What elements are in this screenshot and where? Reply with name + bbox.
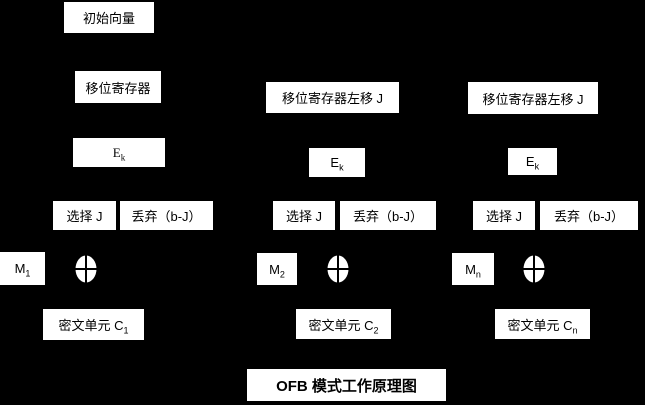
ciphertext-c2-label: 密文单元 C2 xyxy=(308,315,379,336)
message-mn-label: Mn xyxy=(465,261,481,280)
ek-label-3: Ek xyxy=(525,154,540,172)
xor-icon-2 xyxy=(327,255,349,283)
ciphertext-c1-label: 密文单元 C1 xyxy=(58,315,129,336)
block-cipher-ek-box-3: Ek xyxy=(508,148,557,175)
ek-sub-3: k xyxy=(534,161,540,172)
initial-vector-label: 初始向量 xyxy=(82,11,135,26)
ek-base-3: E xyxy=(525,154,535,169)
shift-register-box-3: 移位寄存器左移 J xyxy=(468,82,598,114)
ciphertext-cn-box: 密文单元 Cn xyxy=(495,309,590,339)
m1-sub: 1 xyxy=(25,268,31,279)
diagram-title: OFB 模式工作原理图 xyxy=(247,369,446,401)
mn-sub: n xyxy=(475,269,481,280)
ek-base-1: E xyxy=(112,144,121,160)
diagram-title-label: OFB 模式工作原理图 xyxy=(276,377,417,395)
c2-sub: 2 xyxy=(373,325,379,336)
c2-base: 密文单元 C xyxy=(308,317,374,333)
select-j-box-2: 选择 J xyxy=(273,201,335,230)
select-j-box-3: 选择 J xyxy=(473,201,535,230)
discard-label-1: 丢弃（b-J） xyxy=(131,209,202,224)
ciphertext-cn-label: 密文单元 Cn xyxy=(507,315,578,336)
m1-base: M xyxy=(14,261,26,276)
ek-label-2: Ek xyxy=(330,155,344,173)
xor-icon-3 xyxy=(523,255,545,283)
message-m2-box: M2 xyxy=(257,253,297,285)
shift-register-label-3: 移位寄存器左移 J xyxy=(482,91,584,107)
ek-label-1: Ek xyxy=(112,144,126,163)
cn-base: 密文单元 C xyxy=(507,317,573,333)
message-m1-box: M1 xyxy=(0,252,45,285)
ciphertext-c1-box: 密文单元 C1 xyxy=(43,309,144,340)
select-j-box-1: 选择 J xyxy=(53,201,116,230)
shift-register-box-2: 移位寄存器左移 J xyxy=(266,82,399,113)
m2-base: M xyxy=(269,261,280,277)
ek-sub-2: k xyxy=(339,162,344,173)
select-j-label-3: 选择 J xyxy=(485,209,523,224)
shift-register-label-2: 移位寄存器左移 J xyxy=(281,91,384,106)
discard-box-3: 丢弃（b-J） xyxy=(540,201,638,230)
discard-label-2: 丢弃（b-J） xyxy=(352,209,424,224)
block-cipher-ek-box-2: Ek xyxy=(309,148,365,177)
message-m1-label: M1 xyxy=(14,261,31,279)
message-mn-box: Mn xyxy=(452,253,494,285)
message-m2-label: M2 xyxy=(269,261,285,280)
discard-box-1: 丢弃（b-J） xyxy=(120,201,213,230)
c1-base: 密文单元 C xyxy=(58,318,124,333)
shift-register-box-1: 移位寄存器 xyxy=(75,71,161,103)
cn-sub: n xyxy=(572,325,578,336)
mn-base: M xyxy=(465,261,476,277)
shift-register-label-1: 移位寄存器 xyxy=(85,80,151,96)
m2-sub: 2 xyxy=(279,269,285,280)
ek-sub-1: k xyxy=(120,152,126,163)
discard-label-3: 丢弃（b-J） xyxy=(553,209,625,224)
initial-vector-box: 初始向量 xyxy=(64,2,154,33)
ciphertext-c2-box: 密文单元 C2 xyxy=(296,309,391,339)
block-cipher-ek-box-1: Ek xyxy=(73,138,165,167)
c1-sub: 1 xyxy=(123,325,129,336)
select-j-label-1: 选择 J xyxy=(66,209,103,224)
xor-icon-1 xyxy=(75,255,97,283)
select-j-label-2: 选择 J xyxy=(285,209,323,224)
discard-box-2: 丢弃（b-J） xyxy=(340,201,436,230)
ek-base-2: E xyxy=(330,155,340,170)
